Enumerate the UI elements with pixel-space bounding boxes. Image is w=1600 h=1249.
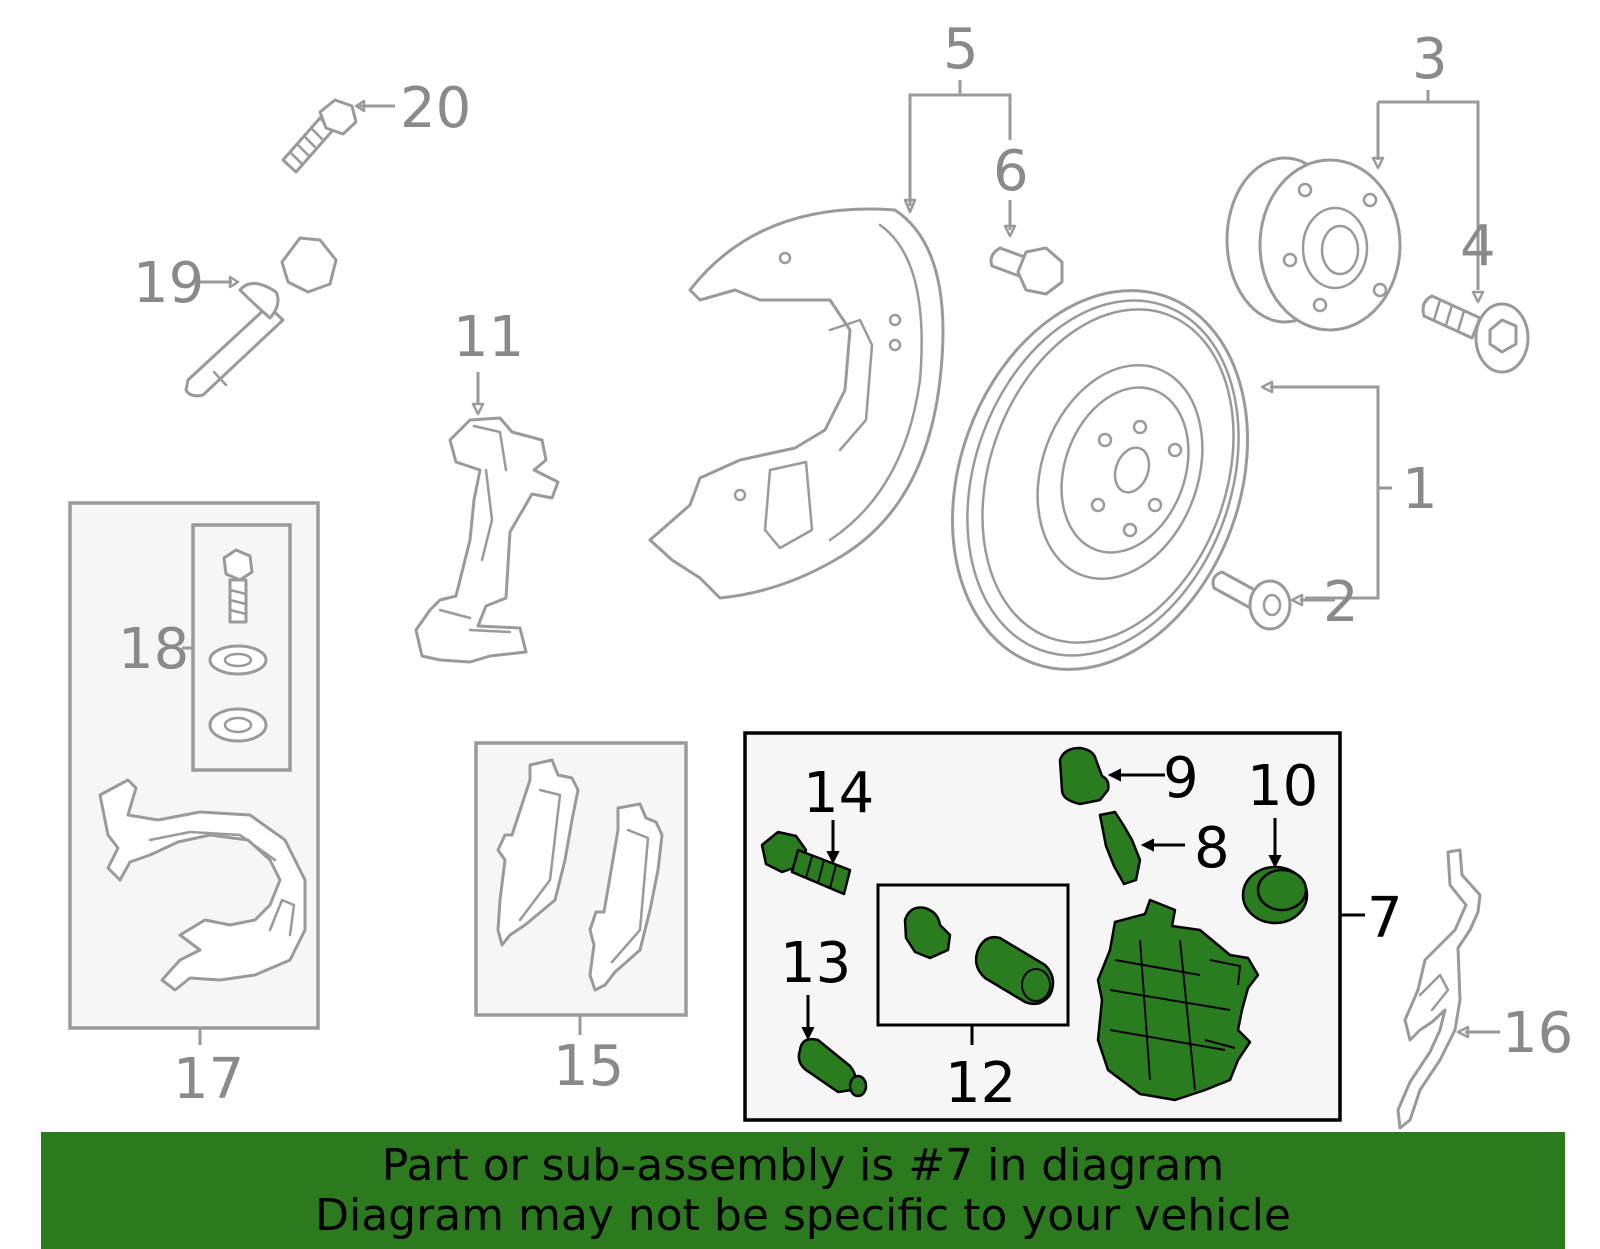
callout-3: 3 xyxy=(1412,27,1448,92)
part-5-dust-shield[interactable]: 5 xyxy=(648,17,1012,600)
callout-15: 15 xyxy=(553,1034,624,1099)
notice-banner: Part or sub-assembly is #7 in diagram Di… xyxy=(41,1132,1565,1249)
callout-10: 10 xyxy=(1247,754,1318,819)
part-6-shield-bolt[interactable]: 6 xyxy=(989,139,1064,296)
part-10-dust-cap[interactable]: 10 xyxy=(1241,754,1318,925)
part-2-rotor-screw[interactable]: 2 xyxy=(1211,570,1359,635)
part-15-brake-pads[interactable]: 15 xyxy=(474,741,688,1099)
part-11-caliper-bracket[interactable]: 11 xyxy=(414,305,560,664)
callout-16: 16 xyxy=(1502,1001,1573,1066)
part-12-guide-pin-kit[interactable]: 12 xyxy=(876,883,1070,1116)
callout-13: 13 xyxy=(780,931,851,996)
callout-2: 2 xyxy=(1323,570,1359,635)
callout-20: 20 xyxy=(400,76,471,141)
callout-17: 17 xyxy=(173,1047,244,1112)
part-3-hub-bearing[interactable]: 3 xyxy=(1225,27,1480,332)
banner-line-2: Diagram may not be specific to your vehi… xyxy=(315,1190,1291,1241)
part-16-pad-clip[interactable]: 16 xyxy=(1396,848,1573,1130)
caliper-body[interactable] xyxy=(1096,898,1260,1102)
callout-18: 18 xyxy=(118,617,189,682)
callout-7: 7 xyxy=(1367,886,1403,951)
callout-14: 14 xyxy=(803,761,874,826)
banner-line-1: Part or sub-assembly is #7 in diagram xyxy=(381,1140,1225,1191)
part-9-bleeder-cap[interactable]: 9 xyxy=(1058,746,1199,811)
callout-19: 19 xyxy=(133,251,204,316)
callout-12: 12 xyxy=(945,1051,1016,1116)
part-13-guide-pin[interactable]: 13 xyxy=(780,931,868,1098)
part-7-caliper-assembly[interactable]: 7 9 8 10 14 xyxy=(743,731,1403,1122)
part-1-brake-rotor[interactable]: 1 xyxy=(902,249,1438,711)
part-4-hub-bolt[interactable]: 4 xyxy=(1421,214,1530,374)
callout-4: 4 xyxy=(1460,214,1496,279)
callout-5: 5 xyxy=(943,17,979,82)
part-17-hardware-kit[interactable]: 18 17 xyxy=(68,501,320,1112)
part-19-wear-sensor[interactable]: 19 xyxy=(133,236,338,398)
callout-1: 1 xyxy=(1402,457,1438,522)
callout-8: 8 xyxy=(1194,816,1230,881)
part-8-bleeder-screw[interactable]: 8 xyxy=(1098,810,1230,886)
part-14-guide-bolt[interactable]: 14 xyxy=(760,761,874,896)
part-20-bolt[interactable]: 20 xyxy=(281,76,471,174)
callout-9: 9 xyxy=(1163,746,1199,811)
callout-11: 11 xyxy=(453,305,524,370)
callout-6: 6 xyxy=(993,139,1029,204)
